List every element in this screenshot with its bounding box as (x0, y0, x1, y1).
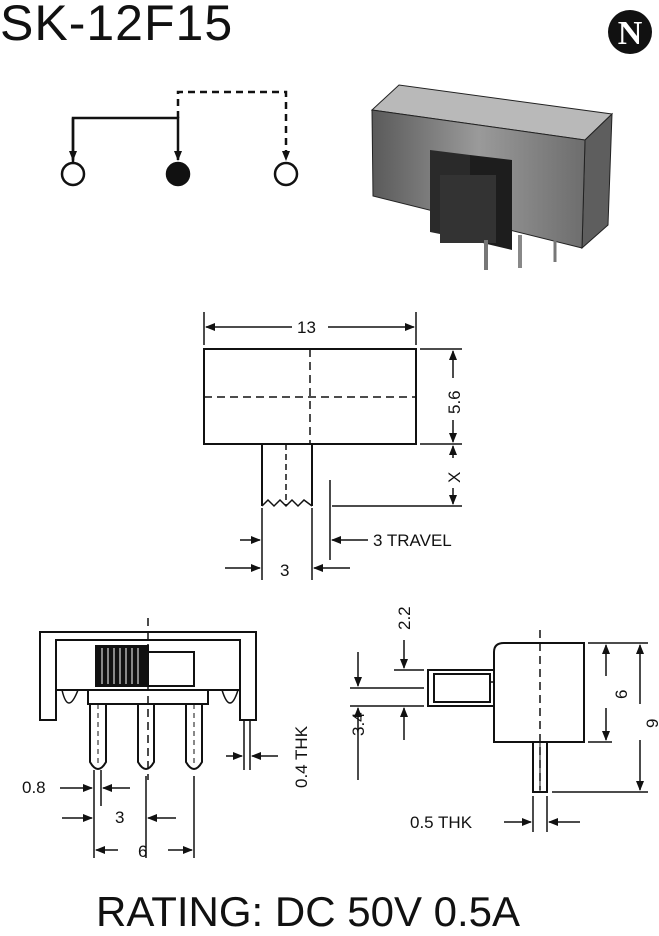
switch-photo (370, 84, 614, 270)
top-view (203, 312, 462, 580)
dim-pin-width-0-8: 0.8 (22, 778, 46, 797)
terminal-common (165, 161, 191, 187)
dim-top-2-2: 2.2 (395, 606, 414, 630)
part-number-title: SK-12F15 (0, 0, 234, 51)
dim-thickness-0-4: 0.4 THK (292, 725, 311, 788)
terminal-left (60, 161, 86, 187)
dim-body-6: 6 (612, 690, 631, 699)
side-view (350, 630, 648, 832)
dim-height-5-6: 5.6 (445, 390, 464, 414)
switch-schematic (60, 90, 299, 187)
terminal-right (273, 161, 299, 187)
dim-span-6: 6 (138, 842, 147, 861)
front-view (39, 618, 278, 858)
dim-x: X (445, 472, 464, 483)
dim-actuator-3: 3 (280, 561, 289, 580)
rating-text: RATING: DC 50V 0.5A (96, 888, 521, 935)
dim-pitch-3: 3 (115, 808, 124, 827)
top-view-labels: 13 5.6 X 3 3 TRAVEL (280, 318, 464, 580)
side-view-labels: 2.2 3.4 6 9 0.5 THK (349, 606, 659, 832)
front-view-labels: 0.8 3 6 0.4 THK (22, 725, 311, 861)
dim-actuator-3-4: 3.4 (349, 712, 368, 736)
dim-total-9: 9 (643, 719, 659, 728)
dim-pin-thickness-0-5: 0.5 THK (410, 813, 473, 832)
dim-width-13: 13 (297, 318, 316, 337)
dim-travel-3: 3 TRAVEL (373, 531, 452, 550)
logo-letter: N (618, 15, 643, 52)
brand-logo: N (608, 10, 652, 54)
